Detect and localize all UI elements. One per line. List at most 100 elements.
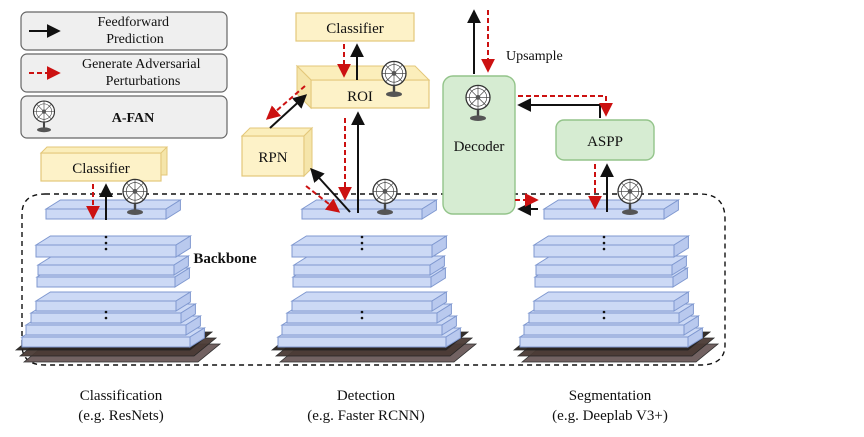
- cls-layer-front: [21, 336, 191, 348]
- legend-feedforward-line1: Feedforward: [97, 15, 169, 30]
- decoder-label: Decoder: [454, 139, 505, 155]
- caption-detection-title: Detection: [337, 388, 396, 404]
- det-layer-side: [431, 235, 447, 258]
- det-layer-side: [431, 291, 447, 312]
- det-layer-front: [291, 244, 433, 258]
- seg-layer-side: [683, 315, 699, 336]
- seg-dots-top: [602, 235, 606, 251]
- classifier-label-det: Classifier: [326, 21, 384, 37]
- legend-afan-label: A-FAN: [112, 111, 155, 126]
- caption-segmentation-title: Segmentation: [569, 388, 652, 404]
- seg-layer-side: [673, 235, 689, 258]
- legend-feedforward-box: [20, 11, 228, 51]
- seg-layer-side: [673, 291, 689, 312]
- seg-layer-front: [533, 244, 675, 258]
- cls-layer-side: [165, 199, 181, 220]
- backbone-label: Backbone: [193, 251, 257, 267]
- decoder-aspp-adv-arrow: [518, 95, 613, 117]
- det-layer-front: [277, 336, 447, 348]
- seg-layer-front: [535, 264, 673, 276]
- cls-layer-side: [173, 255, 189, 276]
- det-layer-side: [436, 303, 452, 324]
- rpn-roi-ff-arrow: [269, 94, 308, 129]
- det-layer-front: [293, 264, 431, 276]
- det-layer-side: [445, 327, 461, 348]
- cls-layer-front: [25, 324, 187, 336]
- cls-layer-top: [34, 291, 193, 302]
- rpn-box-top: [240, 127, 314, 137]
- seg-layer-front: [523, 324, 685, 336]
- legend-adversarial-label: Generate Adversarial Perturbations: [82, 57, 204, 89]
- cls-layer-side: [175, 235, 191, 258]
- cls-layer-side: [180, 303, 196, 324]
- det-layer-side: [430, 267, 446, 288]
- det-layer-side: [429, 255, 445, 276]
- seg-layer-front: [519, 336, 689, 348]
- det-layer-side: [441, 315, 457, 336]
- roi-box: [310, 79, 430, 109]
- seg-layer-front: [534, 276, 674, 288]
- legend-afan-box: [20, 95, 228, 139]
- cls-dots-top: [104, 235, 108, 251]
- caption-segmentation-subtitle: (e.g. Deeplab V3+): [552, 408, 668, 424]
- aspp-box: [555, 119, 655, 161]
- cls-layer-front: [35, 300, 177, 312]
- seg-layer-side: [687, 327, 703, 348]
- seg-layer-top: [532, 291, 691, 302]
- classifier-box-det: [295, 12, 415, 42]
- cls-layer-side: [174, 267, 190, 288]
- seg-dots-mid: [602, 310, 606, 320]
- cls-layer-side: [185, 315, 201, 336]
- classifier-box-cls-top: [39, 146, 169, 154]
- legend-adversarial-box: [20, 53, 228, 93]
- classifier-label-cls: Classifier: [72, 161, 130, 177]
- roi-label: ROI: [347, 89, 373, 105]
- cls-layer-top: [34, 235, 193, 246]
- det-layer-front: [291, 300, 433, 312]
- decoder-box: [442, 75, 516, 215]
- caption-detection-subtitle: (e.g. Faster RCNN): [307, 408, 424, 424]
- cls-layer-front: [36, 276, 176, 288]
- cls-layer-side: [175, 291, 191, 312]
- backbone-stacks: [14, 199, 720, 363]
- det-dots-top: [360, 235, 364, 251]
- backbone-rpn-ff-arrow: [310, 167, 351, 213]
- seg-layer-side: [672, 267, 688, 288]
- det-dots-mid: [360, 310, 364, 320]
- seg-layer-top: [542, 199, 681, 210]
- det-layer-top: [290, 291, 449, 302]
- cls-layer-top: [44, 199, 183, 210]
- cls-dots-mid: [104, 310, 108, 320]
- cls-layer-front: [35, 244, 177, 258]
- roi-rpn-adv-arrow: [265, 85, 306, 120]
- det-layer-front: [301, 208, 423, 220]
- seg-layer-top: [532, 235, 691, 246]
- caption-classification-subtitle: (e.g. ResNets): [78, 408, 163, 424]
- det-layer-side: [421, 199, 437, 220]
- caption-classification-title: Classification: [80, 388, 163, 404]
- det-layer-top: [290, 235, 449, 246]
- aspp-label: ASPP: [587, 134, 623, 150]
- det-layer-top: [300, 199, 439, 210]
- seg-layer-front: [533, 300, 675, 312]
- rpn-label: RPN: [258, 150, 287, 166]
- legend: Feedforward Prediction Generate Adversar…: [20, 11, 228, 139]
- rpn-box: [241, 135, 305, 177]
- seg-layer-side: [671, 255, 687, 276]
- det-layer-front: [281, 324, 443, 336]
- legend-adversarial-line1: Generate Adversarial: [82, 57, 201, 72]
- roi-box-top: [295, 65, 431, 81]
- upsample-label: Upsample: [506, 49, 563, 64]
- rpn-backbone-adv-arrow: [305, 185, 341, 213]
- cls-layer-front: [37, 264, 175, 276]
- legend-adversarial-line2: Perturbations: [106, 74, 181, 89]
- seg-layer-side: [663, 199, 679, 220]
- aspp-decoder-ff-arrow: [517, 98, 601, 118]
- det-layer-front: [292, 276, 432, 288]
- backbone-region: [21, 193, 726, 366]
- legend-feedforward-line2: Prediction: [106, 32, 164, 47]
- seg-layer-front: [543, 208, 665, 220]
- seg-layer-side: [678, 303, 694, 324]
